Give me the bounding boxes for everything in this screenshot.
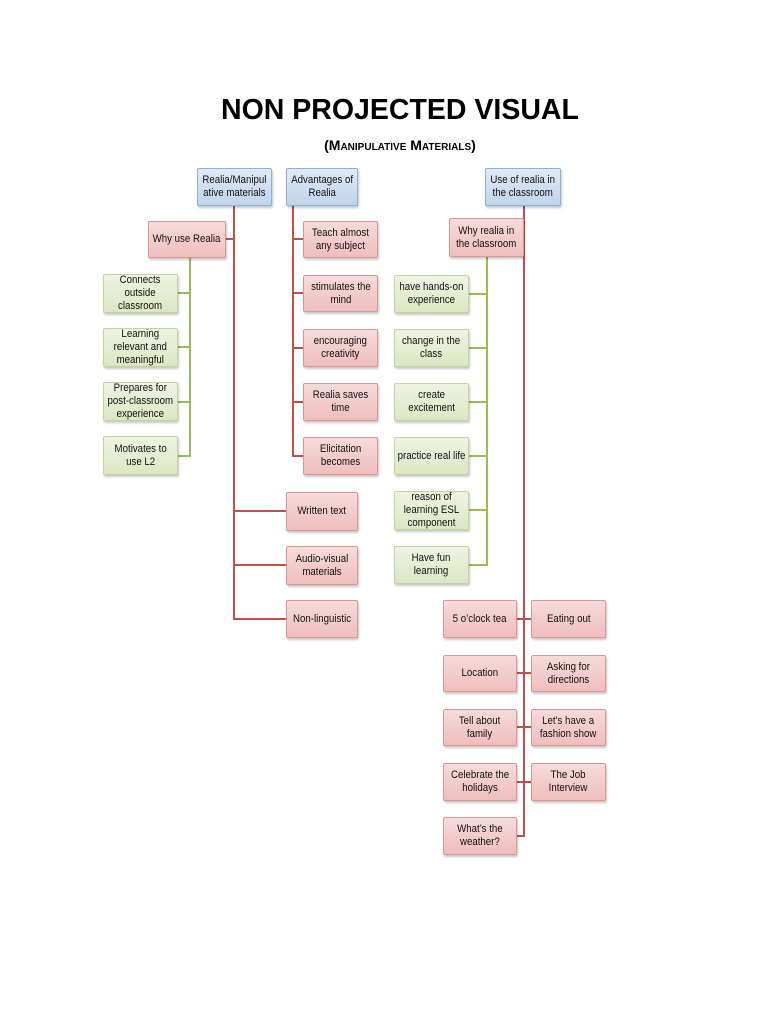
type-written-text: Written text	[286, 492, 358, 531]
type-label: Written text	[297, 505, 347, 517]
activity-label: Let’s have a fashion show	[540, 714, 597, 740]
activity-whats-the-weather: What’s the weather?	[443, 817, 517, 855]
activity-label: Asking for directions	[546, 660, 591, 686]
activity-label: 5 o’clock tea	[453, 612, 507, 625]
advantages-connectors	[292, 206, 303, 457]
reason-change-in-class: change in the class	[394, 329, 469, 367]
reason-connects-outside-classroom: Connects outside classroom	[103, 274, 178, 313]
reason-prepares-post-classroom: Prepares for post-classroom experience	[103, 382, 178, 421]
reason-label: Motivates to use L2	[114, 442, 167, 468]
type-non-linguistic: Non-linguistic	[286, 600, 358, 638]
reason-motivates-l2: Motivates to use L2	[103, 436, 178, 475]
activity-fashion-show: Let’s have a fashion show	[531, 709, 606, 746]
advantage-stimulates-mind: stimulates the mind	[303, 275, 378, 312]
page-title: NON PROJECTED VISUAL	[221, 94, 579, 126]
reason-label: practice real life	[397, 449, 466, 462]
reason-create-excitement: create excitement	[394, 383, 469, 421]
why-realia-in-classroom-connectors	[469, 257, 488, 566]
realia-materials-label: Realia/Manipul ative materials	[202, 174, 267, 199]
node-use-of-realia-in-classroom: Use of realia in the classroom	[485, 168, 561, 206]
advantage-elicitation: Elicitation becomes	[303, 437, 378, 475]
activity-job-interview: The Job Interview	[531, 763, 606, 801]
reason-label: create excitement	[408, 389, 455, 414]
advantage-label: encouraging creativity	[313, 335, 368, 360]
why-use-realia-label: Why use Realia	[153, 233, 221, 245]
realia-materials-connectors	[226, 206, 286, 620]
node-why-use-realia: Why use Realia	[148, 221, 226, 258]
reason-label: Have fun learning	[412, 552, 451, 577]
advantage-label: Teach almost any subject	[311, 226, 370, 252]
use-of-realia-label: Use of realia in the classroom	[490, 174, 556, 199]
activity-celebrate-holidays: Celebrate the holidays	[443, 763, 517, 801]
activity-eating-out: Eating out	[531, 600, 606, 638]
reason-label: reason of learning ESL component	[403, 491, 460, 529]
reason-label: change in the class	[402, 335, 461, 360]
activity-label: Tell about family	[459, 714, 501, 740]
activity-label: Location	[461, 667, 499, 679]
activity-label: What’s the weather?	[457, 823, 503, 848]
node-advantages-of-realia: Advantages of Realia	[286, 168, 358, 206]
reason-label: Learning relevant and meaningful	[113, 328, 168, 366]
advantage-label: stimulates the mind	[310, 280, 371, 306]
activity-label: Celebrate the holidays	[450, 769, 510, 794]
reason-learning-relevant: Learning relevant and meaningful	[103, 328, 178, 367]
reason-label: Connects outside classroom	[118, 274, 163, 312]
activity-asking-directions: Asking for directions	[531, 655, 606, 692]
advantage-label: Realia saves time	[312, 389, 369, 414]
why-use-realia-connectors	[178, 258, 191, 457]
reason-practice-real-life: practice real life	[394, 437, 469, 475]
activity-label: Eating out	[546, 612, 591, 625]
activity-five-oclock-tea: 5 o’clock tea	[443, 600, 517, 638]
activity-tell-about-family: Tell about family	[443, 709, 517, 746]
reason-hands-on-experience: have hands-on experience	[394, 275, 469, 313]
page-subtitle: (Manipulative Materials)	[324, 137, 476, 153]
type-label: Audio-visual materials	[295, 552, 349, 578]
advantage-encouraging-creativity: encouraging creativity	[303, 329, 378, 367]
reason-have-fun-learning: Have fun learning	[394, 546, 469, 584]
use-in-classroom-connectors	[517, 206, 531, 837]
node-realia-materials: Realia/Manipul ative materials	[197, 168, 272, 206]
node-why-realia-in-classroom: Why realia in the classroom	[449, 218, 524, 257]
reason-label: have hands-on experience	[399, 281, 464, 306]
why-realia-label: Why realia in the classroom	[456, 224, 517, 250]
reason-label: Prepares for post-classroom experience	[107, 382, 174, 420]
advantage-saves-time: Realia saves time	[303, 383, 378, 421]
activity-location: Location	[443, 655, 517, 692]
advantage-teach-any-subject: Teach almost any subject	[303, 221, 378, 258]
advantages-of-realia-label: Advantages of Realia	[291, 174, 353, 199]
activity-label: The Job Interview	[549, 769, 588, 794]
advantage-label: Elicitation becomes	[319, 443, 362, 468]
type-label: Non-linguistic	[292, 612, 352, 625]
type-audio-visual: Audio-visual materials	[286, 546, 358, 585]
reason-esl-component: reason of learning ESL component	[394, 491, 469, 530]
